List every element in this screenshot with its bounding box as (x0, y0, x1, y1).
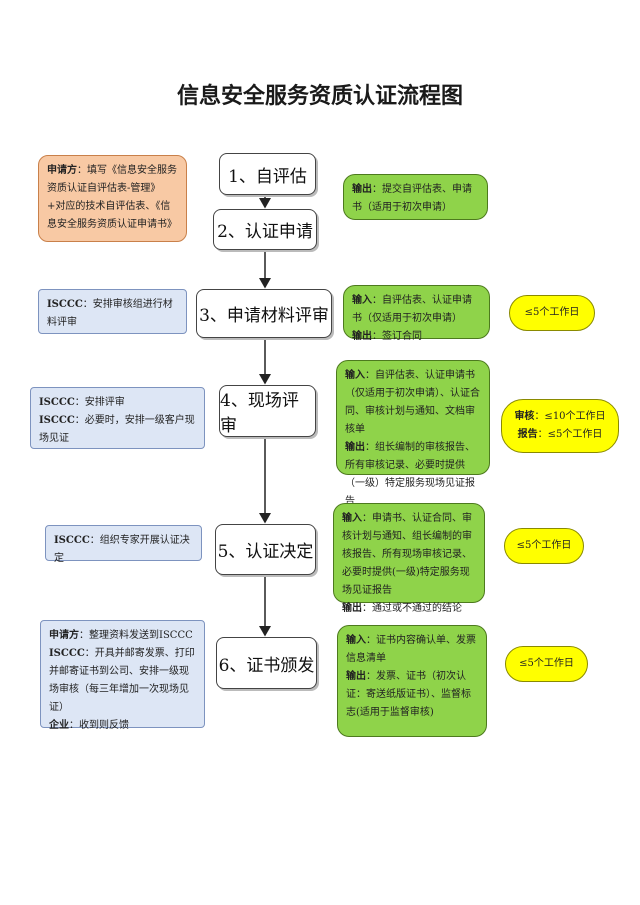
note-key: 申请方 (49, 630, 79, 641)
note-text: ：收到则反馈 (69, 720, 129, 731)
time-limit-issuance: ≤5个工作日 (505, 646, 588, 682)
note-io-material-review: 输入：自评估表、认证申请书（仅适用于初次申请） 输出：签订合同 (343, 285, 490, 342)
note-key: 输出 (346, 671, 366, 682)
step-material-review: 3、申请材料评审 (196, 289, 332, 338)
step-certificate-issuance: 6、证书颁发 (216, 637, 317, 689)
note-text: ：自评估表、认证申请书（仅适用于初次申请） (352, 295, 472, 324)
step-label: 4、现场评审 (220, 391, 299, 436)
step-certification-decision: 5、认证决定 (215, 524, 316, 575)
note-text: ：通过或不通过的结论 (362, 603, 462, 614)
note-text: ：发票、证书（初次认证：寄送纸版证书）、监督标志(适用于监督审核) (346, 671, 471, 718)
time-limit-text: ≤5个工作日 (516, 540, 572, 551)
step-onsite-review: 4、现场评审 (219, 385, 316, 437)
note-text: ：组长编制的审核报告、所有审核记录、必要时提供（一级）特定服务现场见证报告 (345, 442, 475, 507)
note-text: ：申请书、认证合同、审核计划与通知、组长编制的审核报告、所有现场审核记录、必要时… (342, 513, 472, 596)
note-key: 企业 (49, 720, 69, 731)
note-key: ISCCC (47, 299, 83, 310)
note-output-self-assessment: 输出：提交自评估表、申请书（适用于初次申请） (343, 174, 488, 220)
note-key: 申请方 (47, 165, 77, 176)
note-key: ISCCC (49, 648, 85, 659)
note-key: ISCCC (54, 535, 90, 546)
time-limit-onsite-review: 审核：≤10个工作日 报告：≤5个工作日 (501, 399, 619, 453)
note-text: ：签订合同 (372, 331, 422, 342)
note-text: ：提交自评估表、申请书（适用于初次申请） (352, 184, 472, 213)
note-key: 输入 (346, 635, 366, 646)
note-io-decision: 输入：申请书、认证合同、审核计划与通知、组长编制的审核报告、所有现场审核记录、必… (333, 503, 485, 614)
note-text: ：安排评审 (74, 397, 125, 408)
step-label: 3、申请材料评审 (199, 306, 329, 326)
note-text: ：整理资料发送到ISCCC (79, 630, 193, 641)
note-text: ：组织专家开展认证决定 (54, 535, 190, 564)
note-key: 输入 (345, 370, 365, 381)
note-key: ISCCC (39, 397, 75, 408)
note-io-onsite-review: 输入：自评估表、认证申请书（仅适用于初次申请）、认证合同、审核计划与通知、文档审… (336, 360, 490, 507)
time-limit-text: ：≤5个工作日 (537, 429, 603, 440)
note-key: 输出 (345, 442, 365, 453)
note-key: 输入 (342, 513, 362, 524)
note-text: ：必要时，安排一级客户现场见证 (39, 415, 195, 444)
note-isccc-decision: ISCCC：组织专家开展认证决定 (45, 525, 202, 564)
step-label: 2、认证申请 (217, 222, 313, 242)
note-key: 输出 (352, 184, 372, 195)
time-limit-text: ：≤10个工作日 (534, 411, 606, 422)
time-limit-key: 审核 (514, 411, 535, 422)
note-key: 输出 (342, 603, 362, 614)
page-title: 信息安全服务资质认证流程图 (176, 84, 463, 109)
step-application: 2、认证申请 (213, 209, 317, 250)
note-isccc-onsite: ISCCC：安排评审 ISCCC：必要时，安排一级客户现场见证 (30, 387, 205, 449)
time-limit-text: ≤5个工作日 (524, 307, 580, 318)
note-text: ：开具并邮寄发票、打印并邮寄证书到公司、安排一级现场审核（每三年增加一次现场见证… (49, 648, 195, 713)
step-label: 6、证书颁发 (218, 655, 315, 676)
step-label: 5、认证决定 (217, 542, 314, 562)
time-limit-text: ≤5个工作日 (519, 658, 574, 669)
note-key: 输出 (352, 331, 372, 342)
step-self-assessment: 1、自评估 (219, 153, 316, 195)
step-label: 1、自评估 (228, 166, 307, 187)
note-issuance-parties: 申请方：整理资料发送到ISCCC ISCCC：开具并邮寄发票、打印并邮寄证书到公… (40, 620, 205, 731)
note-text: ：证书内容确认单、发票信息清单 (346, 635, 476, 664)
note-isccc-material-review: ISCCC：安排审核组进行材料评审 (38, 289, 187, 334)
time-limit-key: 报告 (517, 429, 538, 440)
note-key: 输入 (352, 295, 372, 306)
time-limit-material-review: ≤5个工作日 (509, 295, 595, 331)
note-io-issuance: 输入：证书内容确认单、发票信息清单 输出：发票、证书（初次认证：寄送纸版证书）、… (337, 625, 487, 737)
note-text: ：填写《信息安全服务资质认证自评估表-管理》+对应的技术自评估表、《信息安全服务… (47, 165, 177, 230)
note-applicant-fill-forms: 申请方：填写《信息安全服务资质认证自评估表-管理》+对应的技术自评估表、《信息安… (38, 155, 187, 242)
time-limit-decision: ≤5个工作日 (504, 528, 584, 564)
note-text: ：自评估表、认证申请书（仅适用于初次申请）、认证合同、审核计划与通知、文档审核单 (345, 370, 480, 435)
note-key: ISCCC (39, 415, 75, 426)
note-text: ：安排审核组进行材料评审 (47, 299, 173, 328)
